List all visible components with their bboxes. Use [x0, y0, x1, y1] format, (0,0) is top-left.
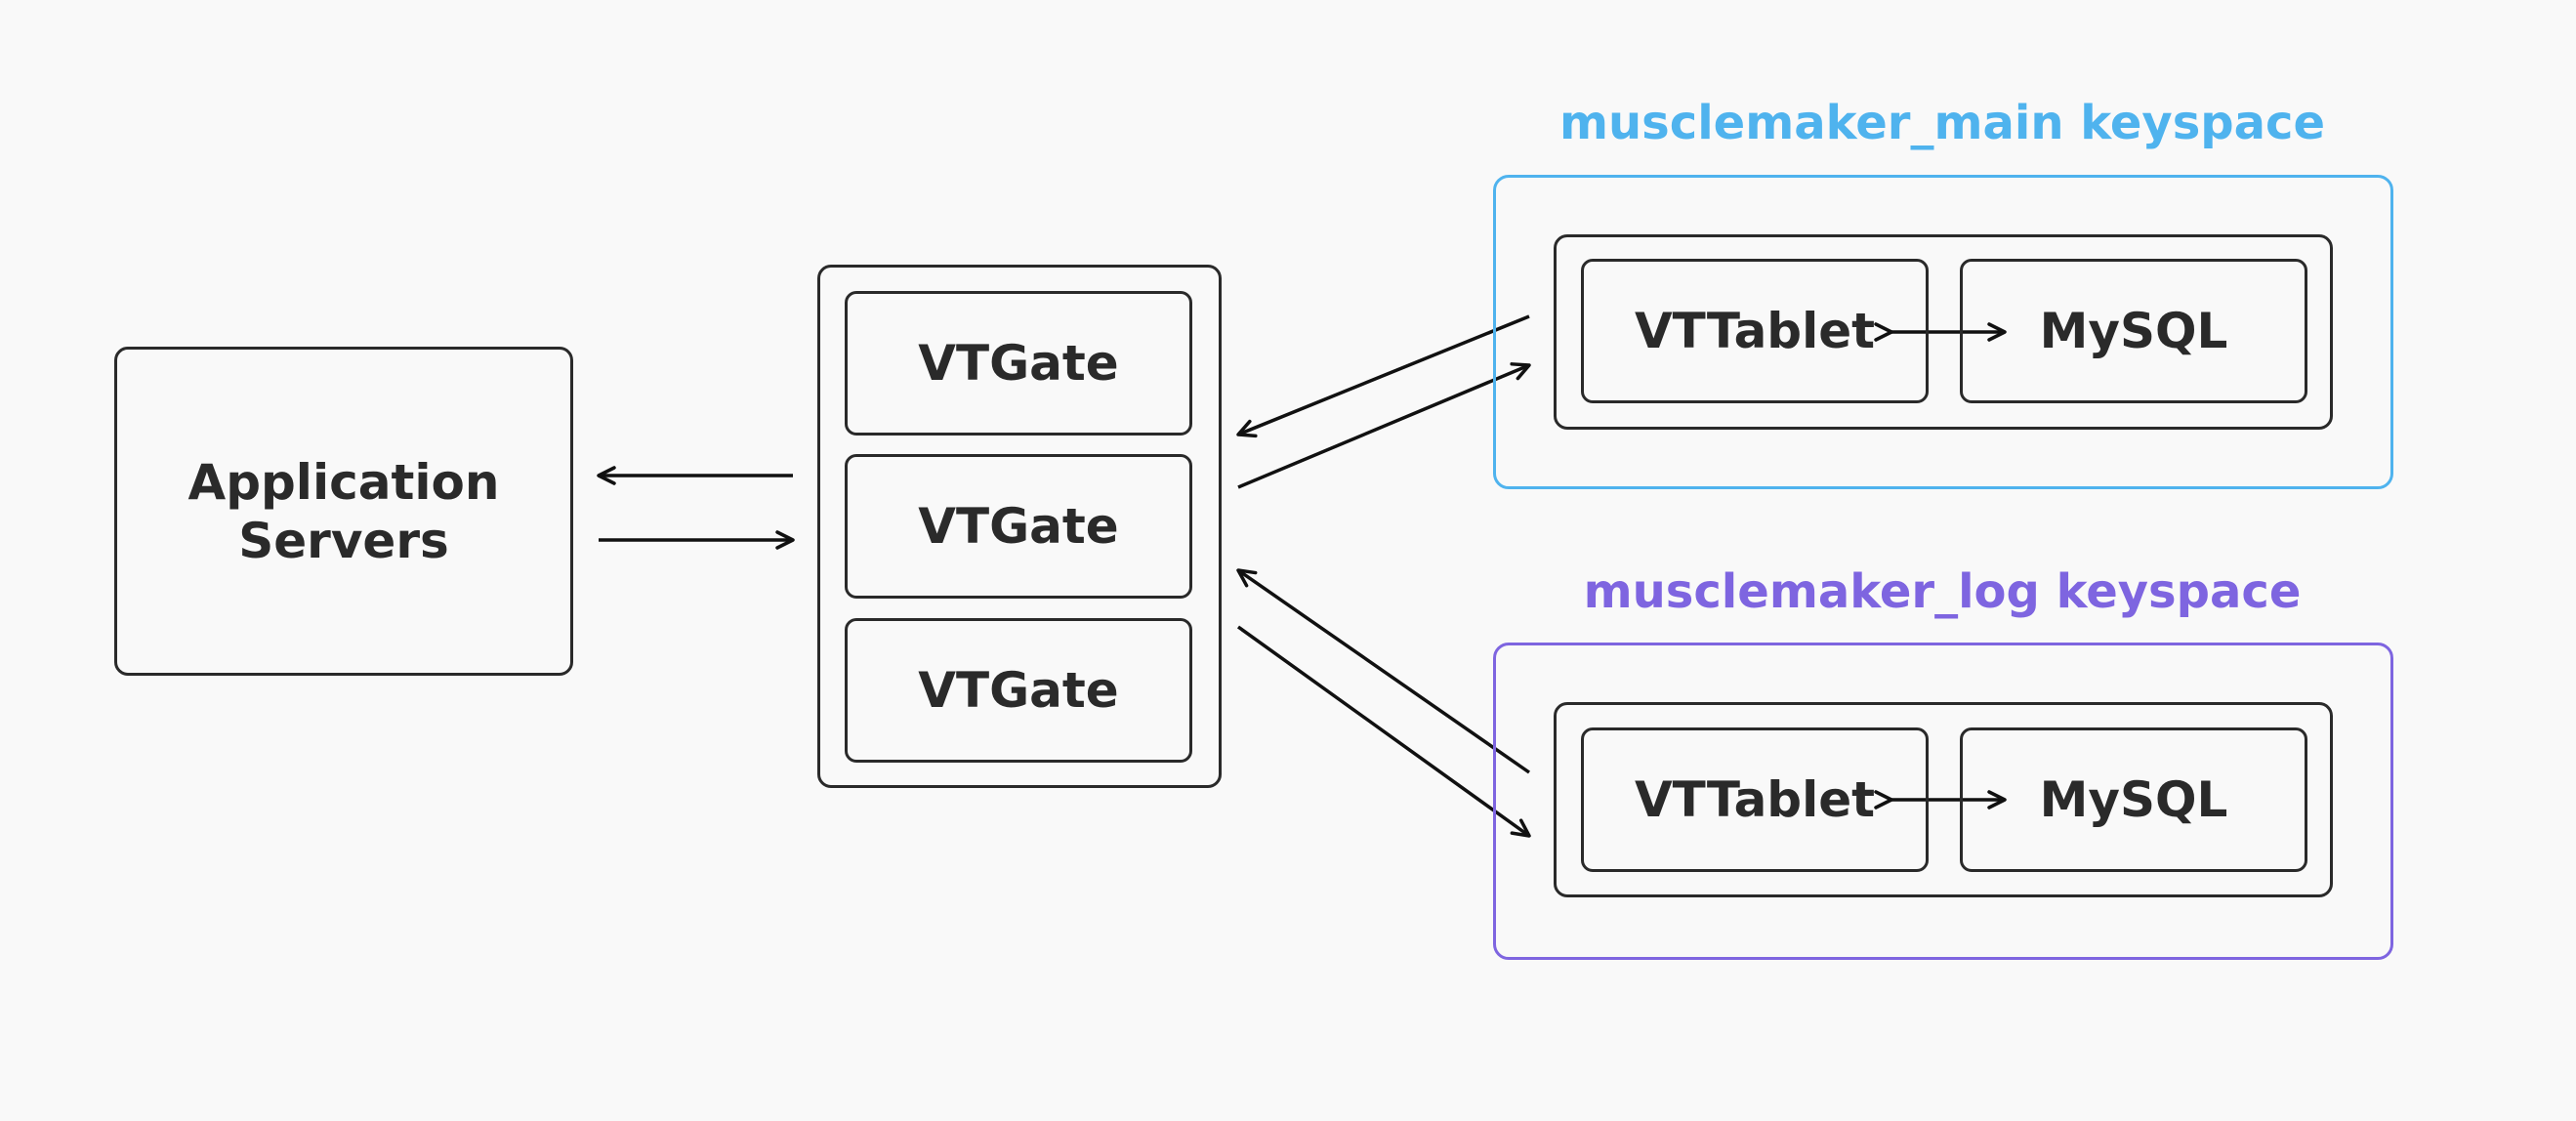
application-servers-box: Application Servers: [114, 347, 573, 676]
arrow-main-to-gate: [1236, 314, 1530, 438]
arrow-log-to-gate: [1236, 568, 1530, 774]
arrow-gate-to-main: [1237, 362, 1531, 489]
vtgate-label: VTGate: [918, 498, 1119, 555]
main-vttablet-box: VTTablet: [1581, 259, 1929, 403]
vtgate-box-3: VTGate: [845, 618, 1192, 763]
main-shard-box: [1554, 234, 2333, 430]
log-vttablet-box: VTTablet: [1581, 727, 1929, 872]
vtgate-box-1: VTGate: [845, 291, 1192, 436]
vtgate-cluster: [817, 265, 1222, 788]
log-keyspace-box: [1493, 643, 2393, 960]
vttablet-label: VTTablet: [1634, 303, 1876, 359]
mysql-label: MySQL: [2039, 303, 2228, 359]
mysql-label: MySQL: [2039, 771, 2228, 828]
log-mysql-box: MySQL: [1960, 727, 2307, 872]
arrow-gate-to-log: [1236, 625, 1531, 838]
vtgate-label: VTGate: [918, 335, 1119, 392]
vtgate-box-2: VTGate: [845, 454, 1192, 599]
main-mysql-box: MySQL: [1960, 259, 2307, 403]
main-keyspace-box: [1493, 175, 2393, 489]
vtgate-label: VTGate: [918, 662, 1119, 719]
log-keyspace-title: musclemaker_log keyspace: [1583, 564, 2302, 619]
application-servers-label: Application Servers: [187, 453, 500, 569]
main-keyspace-title: musclemaker_main keyspace: [1558, 96, 2326, 150]
vttablet-label: VTTablet: [1634, 771, 1876, 828]
log-shard-box: [1554, 702, 2333, 897]
